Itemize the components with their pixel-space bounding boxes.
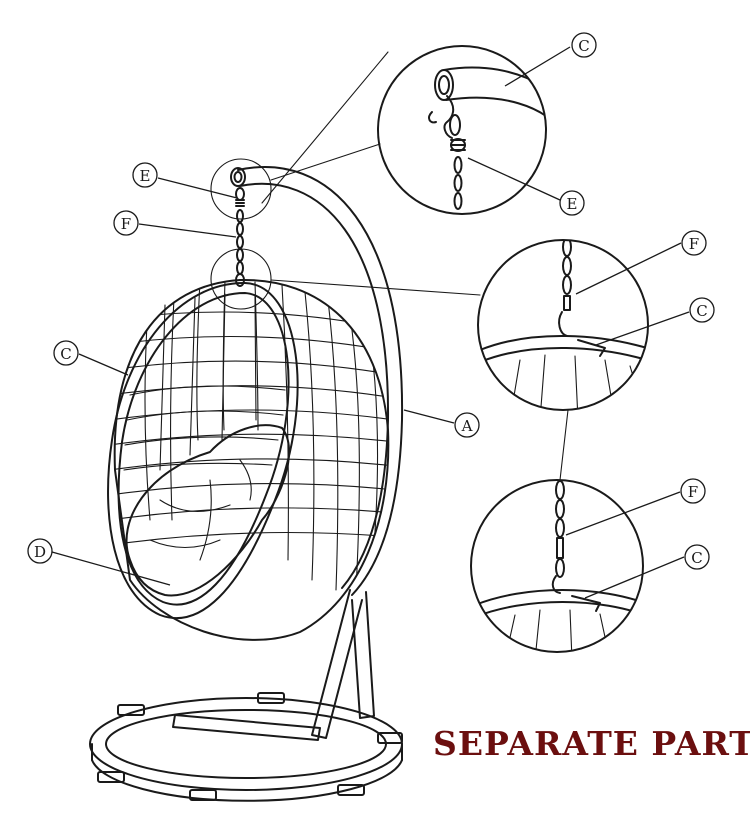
base-ring [89,692,403,802]
callout-low-c: C [684,544,710,570]
callout-mid-f: F [681,230,707,256]
detail-top-connection [377,45,547,215]
detail-low-connection [470,479,644,653]
svg-text:E: E [567,195,578,213]
callout-top-c: C [571,32,597,58]
svg-text:C: C [696,302,707,320]
svg-text:D: D [34,543,46,561]
svg-text:F: F [121,215,131,233]
zoom-connectors [210,51,569,481]
leader-lines [51,46,690,599]
callout-mid-c: C [689,297,715,323]
callout-main-f: F [113,210,139,236]
egg-basket [107,278,390,641]
svg-text:E: E [140,167,151,185]
stand-arc [230,166,404,596]
callout-low-f: F [680,478,706,504]
detail-mid-connection [477,239,649,411]
svg-text:C: C [691,549,702,567]
stand-legs [311,589,375,739]
separate-parts-caption: SEPARATE PARTS [433,724,750,763]
svg-text:F: F [688,483,698,501]
callout-main-a: A [454,412,480,438]
callout-top-e: E [559,190,585,216]
callout-main-e: E [132,162,158,188]
svg-text:F: F [689,235,699,253]
svg-text:C: C [578,37,589,55]
svg-text:C: C [60,345,71,363]
callout-main-c: C [53,340,79,366]
callout-main-d: D [27,538,53,564]
svg-text:A: A [461,417,473,435]
hanging-chain [235,187,245,287]
